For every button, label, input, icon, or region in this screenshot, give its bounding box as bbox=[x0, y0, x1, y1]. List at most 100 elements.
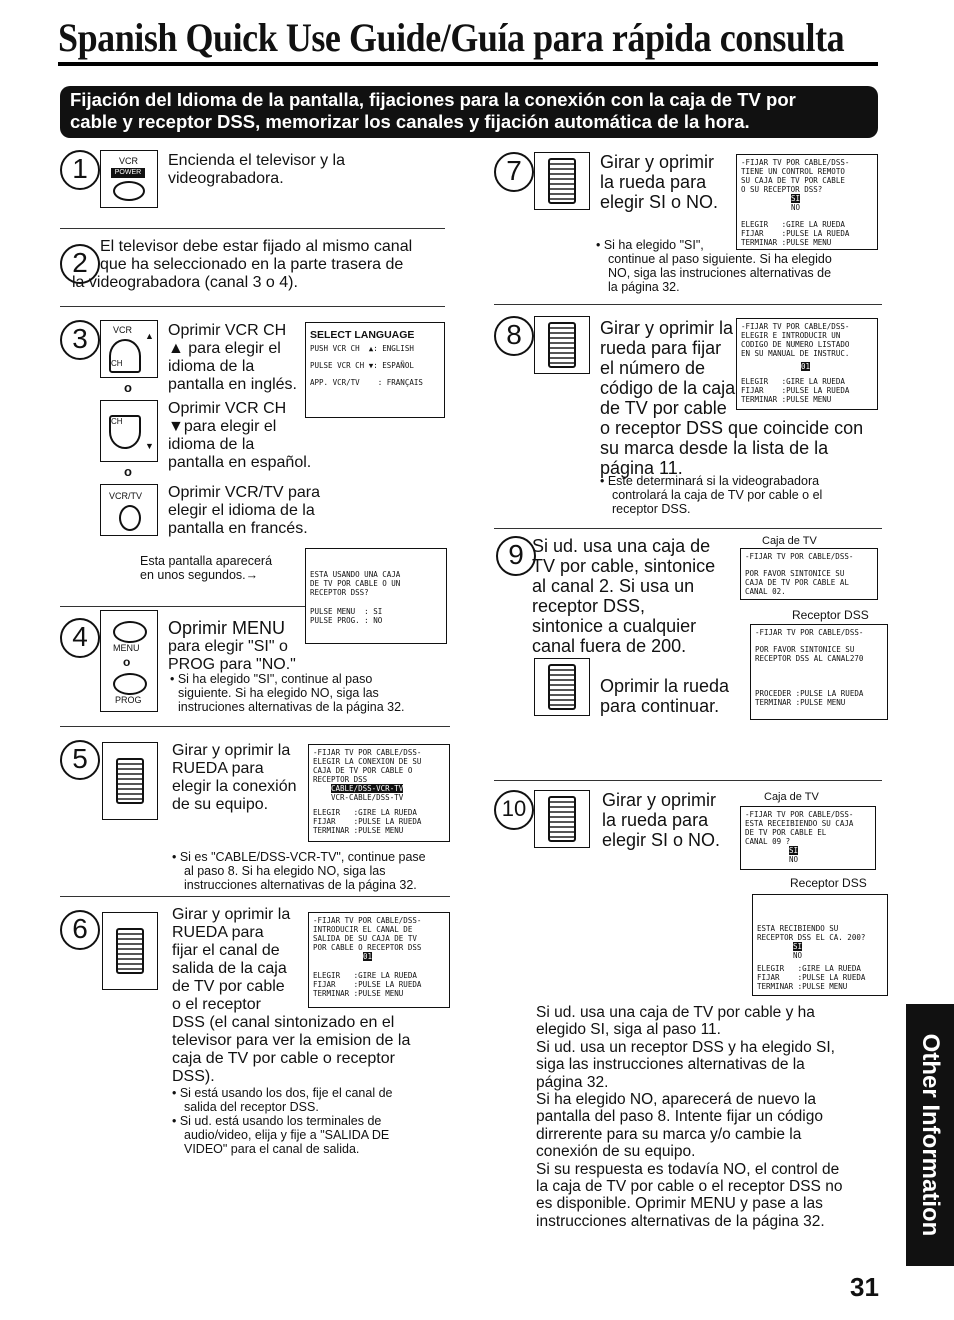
step-5-line: elegir la conexión bbox=[172, 778, 297, 795]
note-line: en unos segundos.→ bbox=[140, 568, 259, 582]
paragraph-line: es disponible. Oprimir MENU y pase a las bbox=[536, 1195, 823, 1213]
screen-line: CANAL 02. bbox=[745, 587, 786, 596]
screen-line: APP. VCR/TV : FRANÇAIS bbox=[310, 378, 423, 387]
step-5-text: Girar y oprimir la RUEDA para elegir la … bbox=[172, 742, 297, 814]
screen-line: -FIJAR TV POR CABLE/DSS- bbox=[741, 322, 850, 331]
step-6-number: 6 bbox=[60, 910, 100, 950]
step-9-wheel-text: Oprimir la rueda para continuar. bbox=[600, 676, 729, 716]
screen-line: PUSH VCR CH ▲: ENGLISH bbox=[310, 344, 414, 353]
step-8-line: código de la caja bbox=[600, 378, 736, 398]
paragraph-line: Si ha elegido NO, aparecerá de nuevo la bbox=[536, 1091, 817, 1109]
vcr-key-label: VCR bbox=[119, 156, 139, 166]
divider bbox=[494, 304, 882, 305]
page-title: Spanish Quick Use Guide/Guía para rápida… bbox=[58, 15, 845, 60]
note-line: Esta pantalla aparecerá bbox=[140, 554, 273, 568]
step-3-line: idioma de la bbox=[168, 358, 255, 375]
banner-line-1: Fijación del Idioma de la pantalla, fija… bbox=[70, 89, 796, 110]
menu-button-icon bbox=[113, 621, 147, 643]
step-8-note: • Este determinará si la videograbadora … bbox=[600, 474, 822, 516]
screen-line: ELEGIR E INTRODUCIR UN bbox=[741, 331, 841, 340]
screen-line: -FIJAR TV POR CABLE/DSS- bbox=[741, 158, 850, 167]
screen-line: FIJAR :PULSE LA RUEDA bbox=[741, 386, 850, 395]
screen-line: DE TV POR CABLE EL bbox=[745, 828, 827, 837]
screen-line: VCR-CABLE/DSS-TV bbox=[331, 793, 404, 802]
note-line: la página 32. bbox=[608, 280, 680, 294]
jog-wheel-icon bbox=[102, 912, 158, 990]
screen-line: TERMINAR :PULSE MENU bbox=[313, 989, 404, 998]
screen-line: CANAL 09 ? bbox=[745, 837, 791, 846]
step-10-line: la rueda para bbox=[602, 810, 709, 830]
language-screen: SELECT LANGUAGE PUSH VCR CH ▲: ENGLISH P… bbox=[305, 322, 445, 418]
paragraph-line: pantalla del paso 8. Intente fijar un có… bbox=[536, 1108, 823, 1126]
jog-wheel-icon bbox=[534, 152, 590, 210]
paragraph-line: Si ud. usa un receptor DSS y ha elegido … bbox=[536, 1038, 835, 1056]
step-9-line: receptor DSS, bbox=[532, 596, 646, 616]
paragraph-line: siga las instrucciones alternativas de l… bbox=[536, 1056, 805, 1074]
step-10-number: 10 bbox=[494, 790, 534, 830]
screen-selected-option: CABLE/DSS-VCR-TV bbox=[331, 784, 404, 793]
step-5-note: • Si es "CABLE/DSS-VCR-TV", continue pas… bbox=[172, 850, 426, 892]
step-8-line: página 11. bbox=[600, 458, 683, 478]
step-3-line: ▼para elegir el bbox=[168, 418, 277, 435]
step-3-line: ▲ para elegir el bbox=[168, 340, 281, 357]
screen-line: ELEGIR LA CONEXION DE SU bbox=[313, 757, 422, 766]
step-8-line: de TV por cable bbox=[600, 398, 727, 418]
screen-line: -FIJAR TV POR CABLE/DSS- bbox=[313, 748, 422, 757]
screen-line: -FIJAR TV POR CABLE/DSS- bbox=[313, 916, 422, 925]
step-7-number: 7 bbox=[494, 152, 534, 192]
screen-line: FIJAR :PULSE LA RUEDA bbox=[313, 980, 422, 989]
screen-line: ELEGIR :GIRE LA RUEDA bbox=[741, 377, 845, 386]
dss-receiving-screen: ESTA RECIBIENDO SU RECEPTOR DSS EL CA. 2… bbox=[752, 894, 888, 996]
screen-line: RECEPTOR DSS bbox=[313, 775, 368, 784]
ch-label: CH bbox=[111, 417, 123, 426]
screen-line: SALIDA DE SU CAJA DE TV bbox=[313, 934, 417, 943]
cable-box-receiving-screen: -FIJAR TV POR CABLE/DSS- ESTA RECEIBIEND… bbox=[740, 806, 876, 870]
screen-line: CAJA DE TV POR CABLE O bbox=[313, 766, 413, 775]
title-underline bbox=[58, 62, 878, 66]
step-3-french-text: Oprimir VCR/TV para elegir el idioma de … bbox=[168, 484, 320, 538]
screen-line: FIJAR :PULSE LA RUEDA bbox=[741, 229, 850, 238]
vcr-ch-up-key-icon: VCR CH ▲ bbox=[100, 320, 158, 378]
step-8-line: rueda para fijar bbox=[600, 338, 722, 358]
step-8-line: o receptor DSS que coincide con bbox=[600, 418, 864, 438]
step-3-line: pantalla en francés. bbox=[168, 520, 308, 537]
side-tab-label: Other Information bbox=[917, 1033, 944, 1237]
dss-question-screen: ESTA USANDO UNA CAJA DE TV POR CABLE O U… bbox=[305, 548, 447, 644]
note-line: audio/video, elija y fije a "SALIDA DE bbox=[184, 1128, 390, 1142]
screen-line: -FIJAR TV POR CABLE/DSS- bbox=[745, 810, 854, 819]
step-2-line: que ha seleccionado en la parte trasera … bbox=[100, 256, 404, 273]
divider bbox=[60, 228, 445, 229]
prog-button-icon bbox=[113, 673, 147, 695]
paragraph-line: Si su respuesta es todavía NO, el contro… bbox=[536, 1160, 840, 1178]
step-2-line: El televisor debe estar fijado al mismo … bbox=[100, 238, 413, 255]
note-line: instruciones alternativas de la página 3… bbox=[178, 700, 405, 714]
step-3-line: pantalla en inglés. bbox=[168, 376, 297, 393]
screen-line: RECEPTOR DSS? bbox=[310, 588, 369, 597]
step-6-line: DSS). bbox=[172, 1068, 215, 1085]
step-1-number: 1 bbox=[60, 150, 100, 190]
screen-line: NO bbox=[793, 951, 803, 960]
screen-line: ESTA RECEIBIENDO SU CAJA bbox=[745, 819, 854, 828]
page-number: 31 bbox=[850, 1272, 879, 1302]
jog-wheel-icon bbox=[534, 790, 590, 848]
screen-line: ELEGIR :GIRE LA RUEDA bbox=[313, 808, 417, 817]
output-channel-screen: -FIJAR TV POR CABLE/DSS- INTRODUCIR EL C… bbox=[308, 912, 450, 1008]
screen-line: PULSE MENU : SI bbox=[310, 607, 383, 616]
screen-line: ESTA USANDO UNA CAJA bbox=[310, 570, 401, 579]
step-10-text: Girar y oprimir la rueda para elegir SI … bbox=[602, 790, 720, 850]
note-line: • Si ud. está usando los terminales de bbox=[172, 1114, 382, 1128]
step-7-line: Girar y oprimir bbox=[600, 152, 715, 172]
menu-key-label: MENU bbox=[113, 643, 140, 653]
screen-code-value: 01 bbox=[801, 362, 811, 371]
dss-receiver-label: Receptor DSS bbox=[790, 876, 867, 890]
paragraph-line: la caja de TV por cable o el receptor DS… bbox=[536, 1178, 843, 1196]
or-label: o bbox=[124, 464, 132, 479]
step-7-line: elegir SI o NO. bbox=[600, 192, 719, 212]
screen-line: ELEGIR :GIRE LA RUEDA bbox=[757, 964, 861, 973]
screen-line: TERMINAR :PULSE MENU bbox=[741, 238, 832, 247]
note-line: NO, siga las instruciones alternativas d… bbox=[608, 266, 832, 280]
step-1-text: Encienda el televisor y la videograbador… bbox=[168, 152, 345, 188]
divider bbox=[60, 896, 450, 897]
screen-line: TERMINAR :PULSE MENU bbox=[755, 698, 846, 707]
note-line: al paso 8. Si ha elegido NO, siga las bbox=[184, 864, 386, 878]
